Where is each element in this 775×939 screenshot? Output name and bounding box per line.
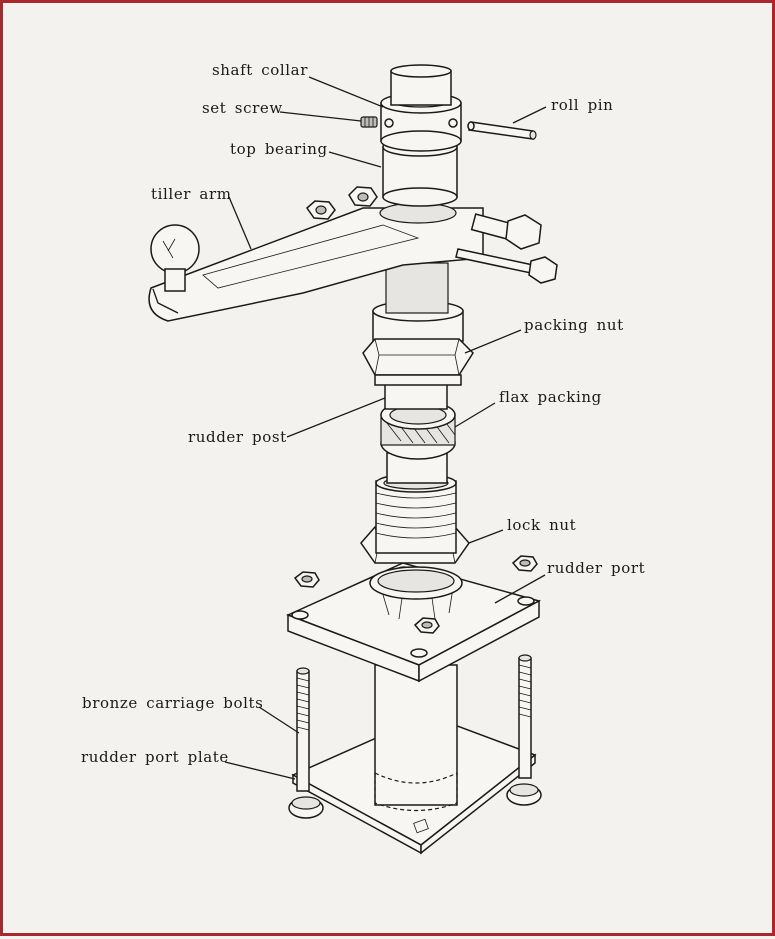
leader-lines xyxy=(224,76,547,780)
leader-port-plate xyxy=(224,761,296,780)
label-tiller-arm: tiller arm xyxy=(151,185,232,203)
rudder-assembly-drawing xyxy=(148,64,558,855)
tiller-bolt-lower xyxy=(455,248,558,284)
leader-flax-packing xyxy=(454,402,496,428)
leader-roll-pin xyxy=(512,106,547,124)
label-rudder-port-plate: rudder port plate xyxy=(81,748,229,766)
leader-tiller-arm xyxy=(228,196,252,250)
leader-rudder-post xyxy=(286,397,386,438)
hex-nut-right xyxy=(511,555,538,572)
hex-nut-left xyxy=(293,571,320,588)
tiller-arm-part xyxy=(148,202,484,322)
carriage-bolt-right xyxy=(506,654,542,806)
label-roll-pin: roll pin xyxy=(551,96,614,114)
shaft-collar-part xyxy=(380,92,462,152)
label-lock-nut: lock nut xyxy=(507,516,577,534)
tiller-nut-left xyxy=(305,200,336,220)
leader-lock-nut xyxy=(468,529,504,544)
flax-packing-part xyxy=(380,400,456,460)
rudder-post-top xyxy=(385,262,449,314)
leader-set-screw xyxy=(279,111,362,122)
leader-packing-nut xyxy=(464,329,522,354)
label-rudder-post: rudder post xyxy=(188,428,287,446)
roll-pin-part xyxy=(467,121,537,140)
packing-nut-part xyxy=(362,300,474,386)
leader-rudder-port xyxy=(494,574,546,604)
leader-carriage-bolts xyxy=(258,706,300,734)
label-shaft-collar: shaft collar xyxy=(212,61,308,79)
label-rudder-port: rudder port xyxy=(547,559,646,577)
hex-nut-front xyxy=(413,617,440,634)
label-set-screw: set screw xyxy=(202,99,283,117)
label-packing-nut: packing nut xyxy=(524,316,624,334)
tiller-bolt-upper xyxy=(470,213,542,250)
leader-shaft-collar xyxy=(308,76,384,108)
threaded-post-end xyxy=(375,473,457,554)
label-top-bearing: top bearing xyxy=(230,140,328,158)
carriage-bolt-left xyxy=(288,667,324,819)
rudder-port-tube xyxy=(374,664,458,812)
leader-top-bearing xyxy=(328,151,382,168)
rudder-post-stub xyxy=(390,64,452,106)
tiller-nut-right xyxy=(348,186,378,207)
label-bronze-carriage-bolts: bronze carriage bolts xyxy=(82,694,264,712)
set-screw-part xyxy=(360,116,378,128)
label-flax-packing: flax packing xyxy=(499,388,602,406)
rudder-port-part xyxy=(286,562,542,683)
